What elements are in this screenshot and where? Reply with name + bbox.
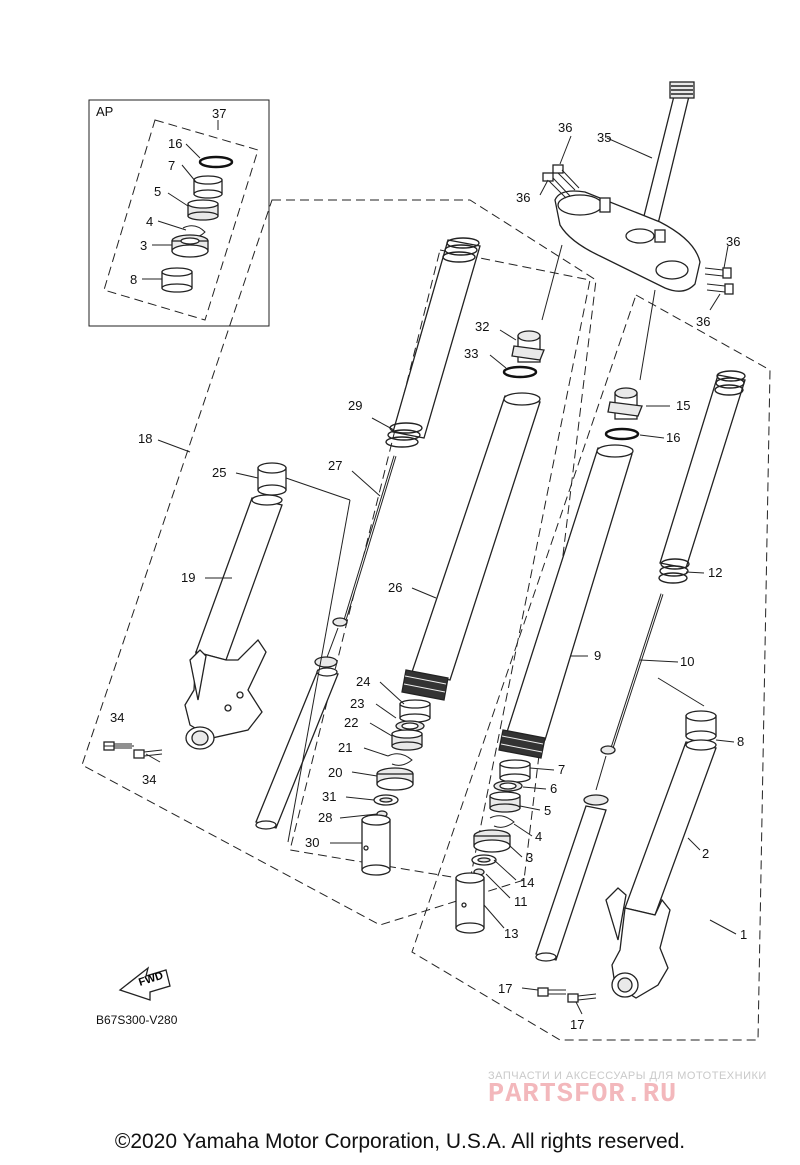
- callout-37: 37: [212, 106, 226, 121]
- inner-tube-right: [498, 444, 634, 759]
- callout-34: 34: [110, 710, 124, 725]
- callout-19: 19: [181, 570, 195, 585]
- callout-5: 5: [154, 184, 161, 199]
- callout-36: 36: [558, 120, 572, 135]
- callout-31: 31: [322, 789, 336, 804]
- callout-22: 22: [344, 715, 358, 730]
- assembly-outline-left: [81, 199, 597, 926]
- assembly-outline-right: [411, 294, 771, 1041]
- watermark: ЗАПЧАСТИ И АКСЕССУАРЫ ДЛЯ МОТОТЕХНИКИ PA…: [488, 1070, 788, 1110]
- watermark-logo: PARTSFOR.RU: [488, 1080, 678, 1110]
- ap-inset: [88, 99, 270, 327]
- callout-18: 18: [138, 431, 152, 446]
- callout-13: 13: [504, 926, 518, 941]
- callout-6: 6: [550, 781, 557, 796]
- callout-32: 32: [475, 319, 489, 334]
- callout-12: 12: [708, 565, 722, 580]
- fork-spring-right: [658, 370, 746, 584]
- callout-28: 28: [318, 810, 332, 825]
- cap-bolt-right: [604, 387, 643, 441]
- leader-lines: [104, 329, 737, 1015]
- seal-stack-right: [455, 759, 531, 934]
- ap-label: AP: [96, 104, 114, 119]
- callout-35: 35: [597, 130, 611, 145]
- callout-33: 33: [464, 346, 478, 361]
- callout-23: 23: [350, 696, 364, 711]
- outer-tube-left: [184, 462, 351, 843]
- oil-seal-part: [187, 199, 219, 221]
- damper-rod-left: [255, 455, 397, 830]
- fwd-arrow-icon: FWD: [118, 966, 171, 1001]
- seal-stack-left: [361, 699, 431, 876]
- cap-bolt-left: [502, 330, 545, 379]
- callout-25: 25: [212, 465, 226, 480]
- collar-part: [161, 267, 193, 293]
- callout-30: 30: [305, 835, 319, 850]
- o-ring-part: [198, 155, 234, 169]
- callout-7: 7: [168, 158, 175, 173]
- callout-10: 10: [680, 654, 694, 669]
- callout-20: 20: [328, 765, 342, 780]
- watermark-tagline: ЗАПЧАСТИ И АКСЕССУАРЫ ДЛЯ МОТОТЕХНИКИ: [488, 1070, 767, 1082]
- callout-11: 11: [514, 894, 528, 909]
- callout-16: 16: [666, 430, 680, 445]
- bolt-part: [542, 164, 734, 295]
- outer-tube-right: [605, 677, 717, 999]
- callout-14: 14: [520, 875, 534, 890]
- callout-7: 7: [558, 762, 565, 777]
- callout-36: 36: [726, 234, 740, 249]
- pinch-bolt-right: [537, 987, 597, 1003]
- callout-36: 36: [696, 314, 710, 329]
- callout-4: 4: [535, 829, 542, 844]
- steering-stem-bracket: [539, 81, 734, 381]
- callout-36: 36: [516, 190, 530, 205]
- callout-27: 27: [328, 458, 342, 473]
- diagram-code: B67S300-V280: [96, 1013, 178, 1027]
- callout-16: 16: [168, 136, 182, 151]
- pinch-bolt-left: [103, 741, 163, 759]
- bushing-part: [193, 175, 223, 199]
- callout-2: 2: [702, 846, 709, 861]
- copyright-notice: ©2020 Yamaha Motor Corporation, U.S.A. A…: [114, 1130, 686, 1153]
- callout-17: 17: [570, 1017, 584, 1032]
- dust-seal-part: [171, 234, 209, 258]
- callout-8: 8: [737, 734, 744, 749]
- callout-8: 8: [130, 272, 137, 287]
- callout-21: 21: [338, 740, 352, 755]
- callout-34: 34: [142, 772, 156, 787]
- callout-3: 3: [526, 850, 533, 865]
- callout-17: 17: [498, 981, 512, 996]
- inner-tube-left: [401, 392, 541, 701]
- callout-15: 15: [676, 398, 690, 413]
- damper-rod-right: [535, 593, 664, 962]
- callout-9: 9: [594, 648, 601, 663]
- callout-labels: 37 16 7 5 4 3 8 36 36 36 36 35 32 33 29 …: [110, 106, 747, 1032]
- callout-1: 1: [740, 927, 747, 942]
- fork-spring-left: [385, 237, 481, 448]
- callout-26: 26: [388, 580, 402, 595]
- callout-29: 29: [348, 398, 362, 413]
- callout-3: 3: [140, 238, 147, 253]
- callout-4: 4: [146, 214, 153, 229]
- callout-5: 5: [544, 803, 551, 818]
- callout-24: 24: [356, 674, 370, 689]
